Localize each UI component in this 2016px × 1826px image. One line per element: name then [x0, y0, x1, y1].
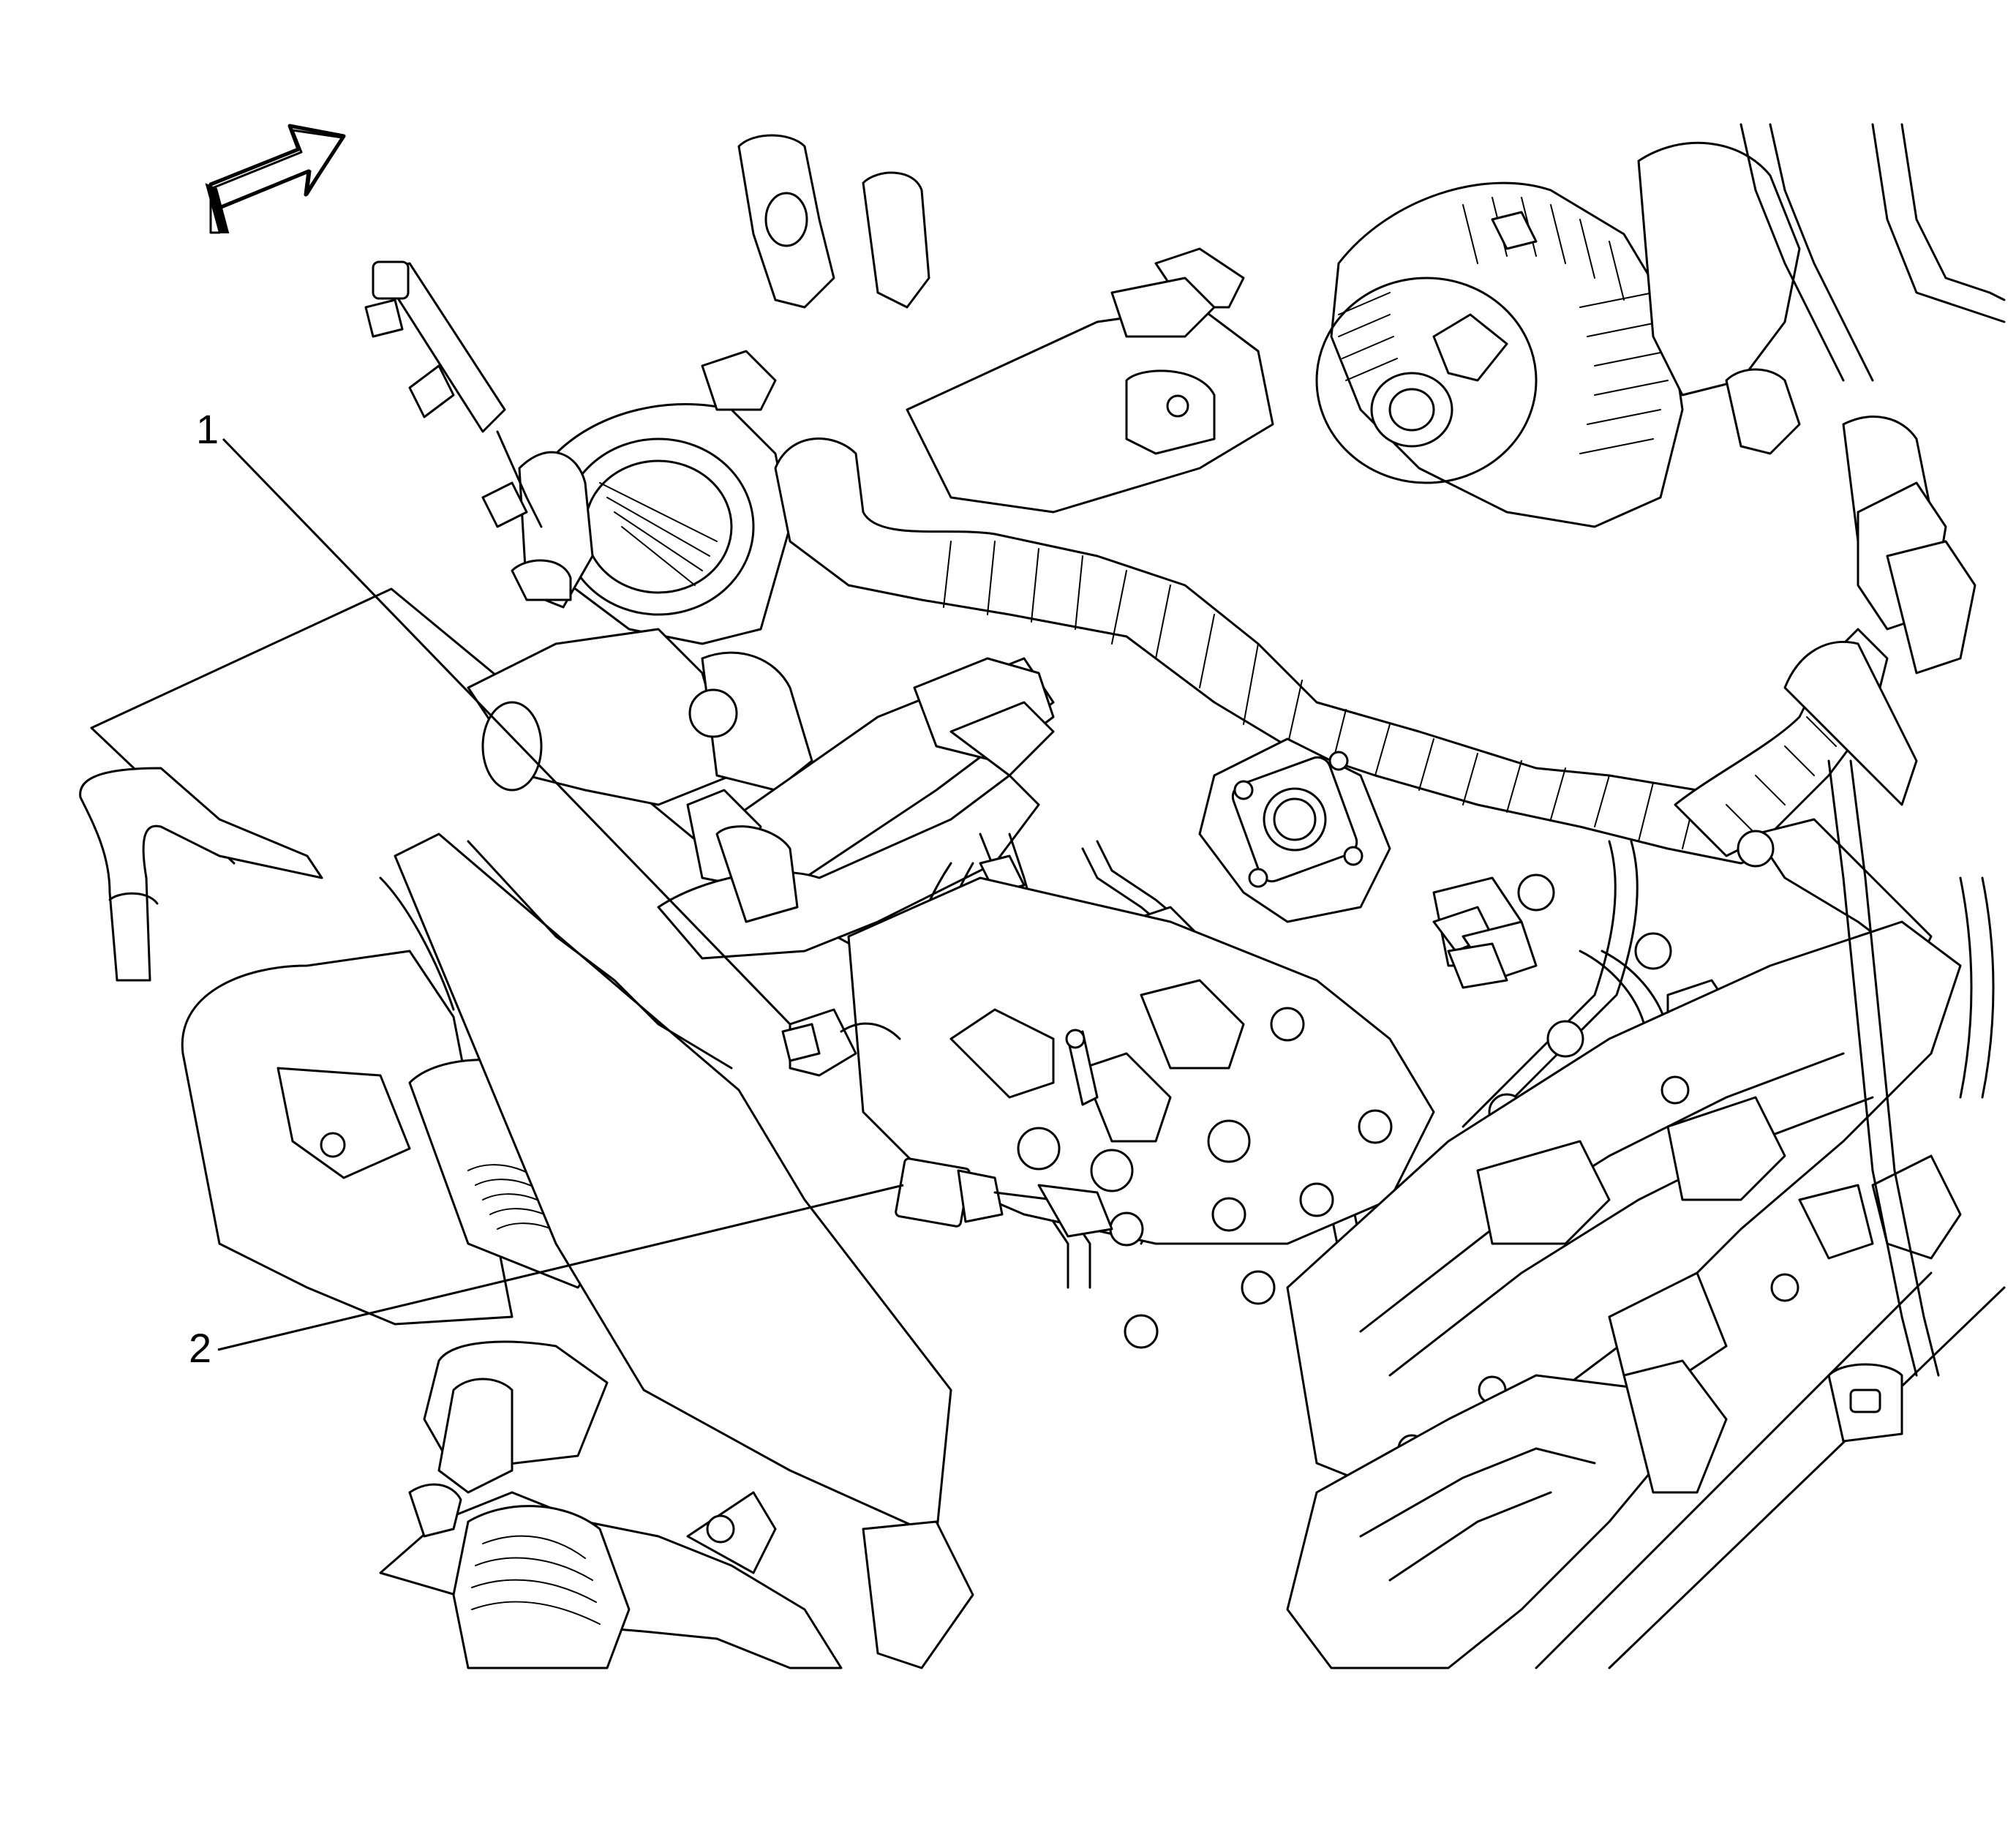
callout-2-leader: [217, 1184, 904, 1351]
lower-right-block: [1286, 1271, 2006, 1669]
front-direction-arrow-icon: [205, 124, 346, 234]
lower-pulley: [408, 1483, 631, 1669]
sensor-connector-1: [781, 1008, 901, 1077]
intake-air-sensor: [364, 260, 543, 528]
alternator: [1315, 181, 1684, 528]
right-edge-wiring: [1798, 759, 1995, 1377]
callout-1: 1: [196, 406, 791, 1026]
sensor-connector-2: [895, 1157, 1113, 1238]
main-wiring-harness: [774, 437, 1933, 967]
callout-2: 2: [189, 1184, 904, 1371]
upper-right-components: [1637, 123, 2006, 675]
throttle-body: [511, 403, 791, 645]
callout-1-leader: [222, 437, 791, 1026]
cam-actuator-solenoid: [1198, 737, 1391, 923]
coolant-hoses: [657, 657, 1055, 960]
callout-2-label: 2: [189, 1325, 211, 1371]
upper-center-brackets: [701, 134, 1274, 514]
cylinder-head: [847, 876, 1435, 1349]
callout-1-label: 1: [196, 406, 219, 452]
exhaust-heat-shield: [181, 950, 609, 1494]
